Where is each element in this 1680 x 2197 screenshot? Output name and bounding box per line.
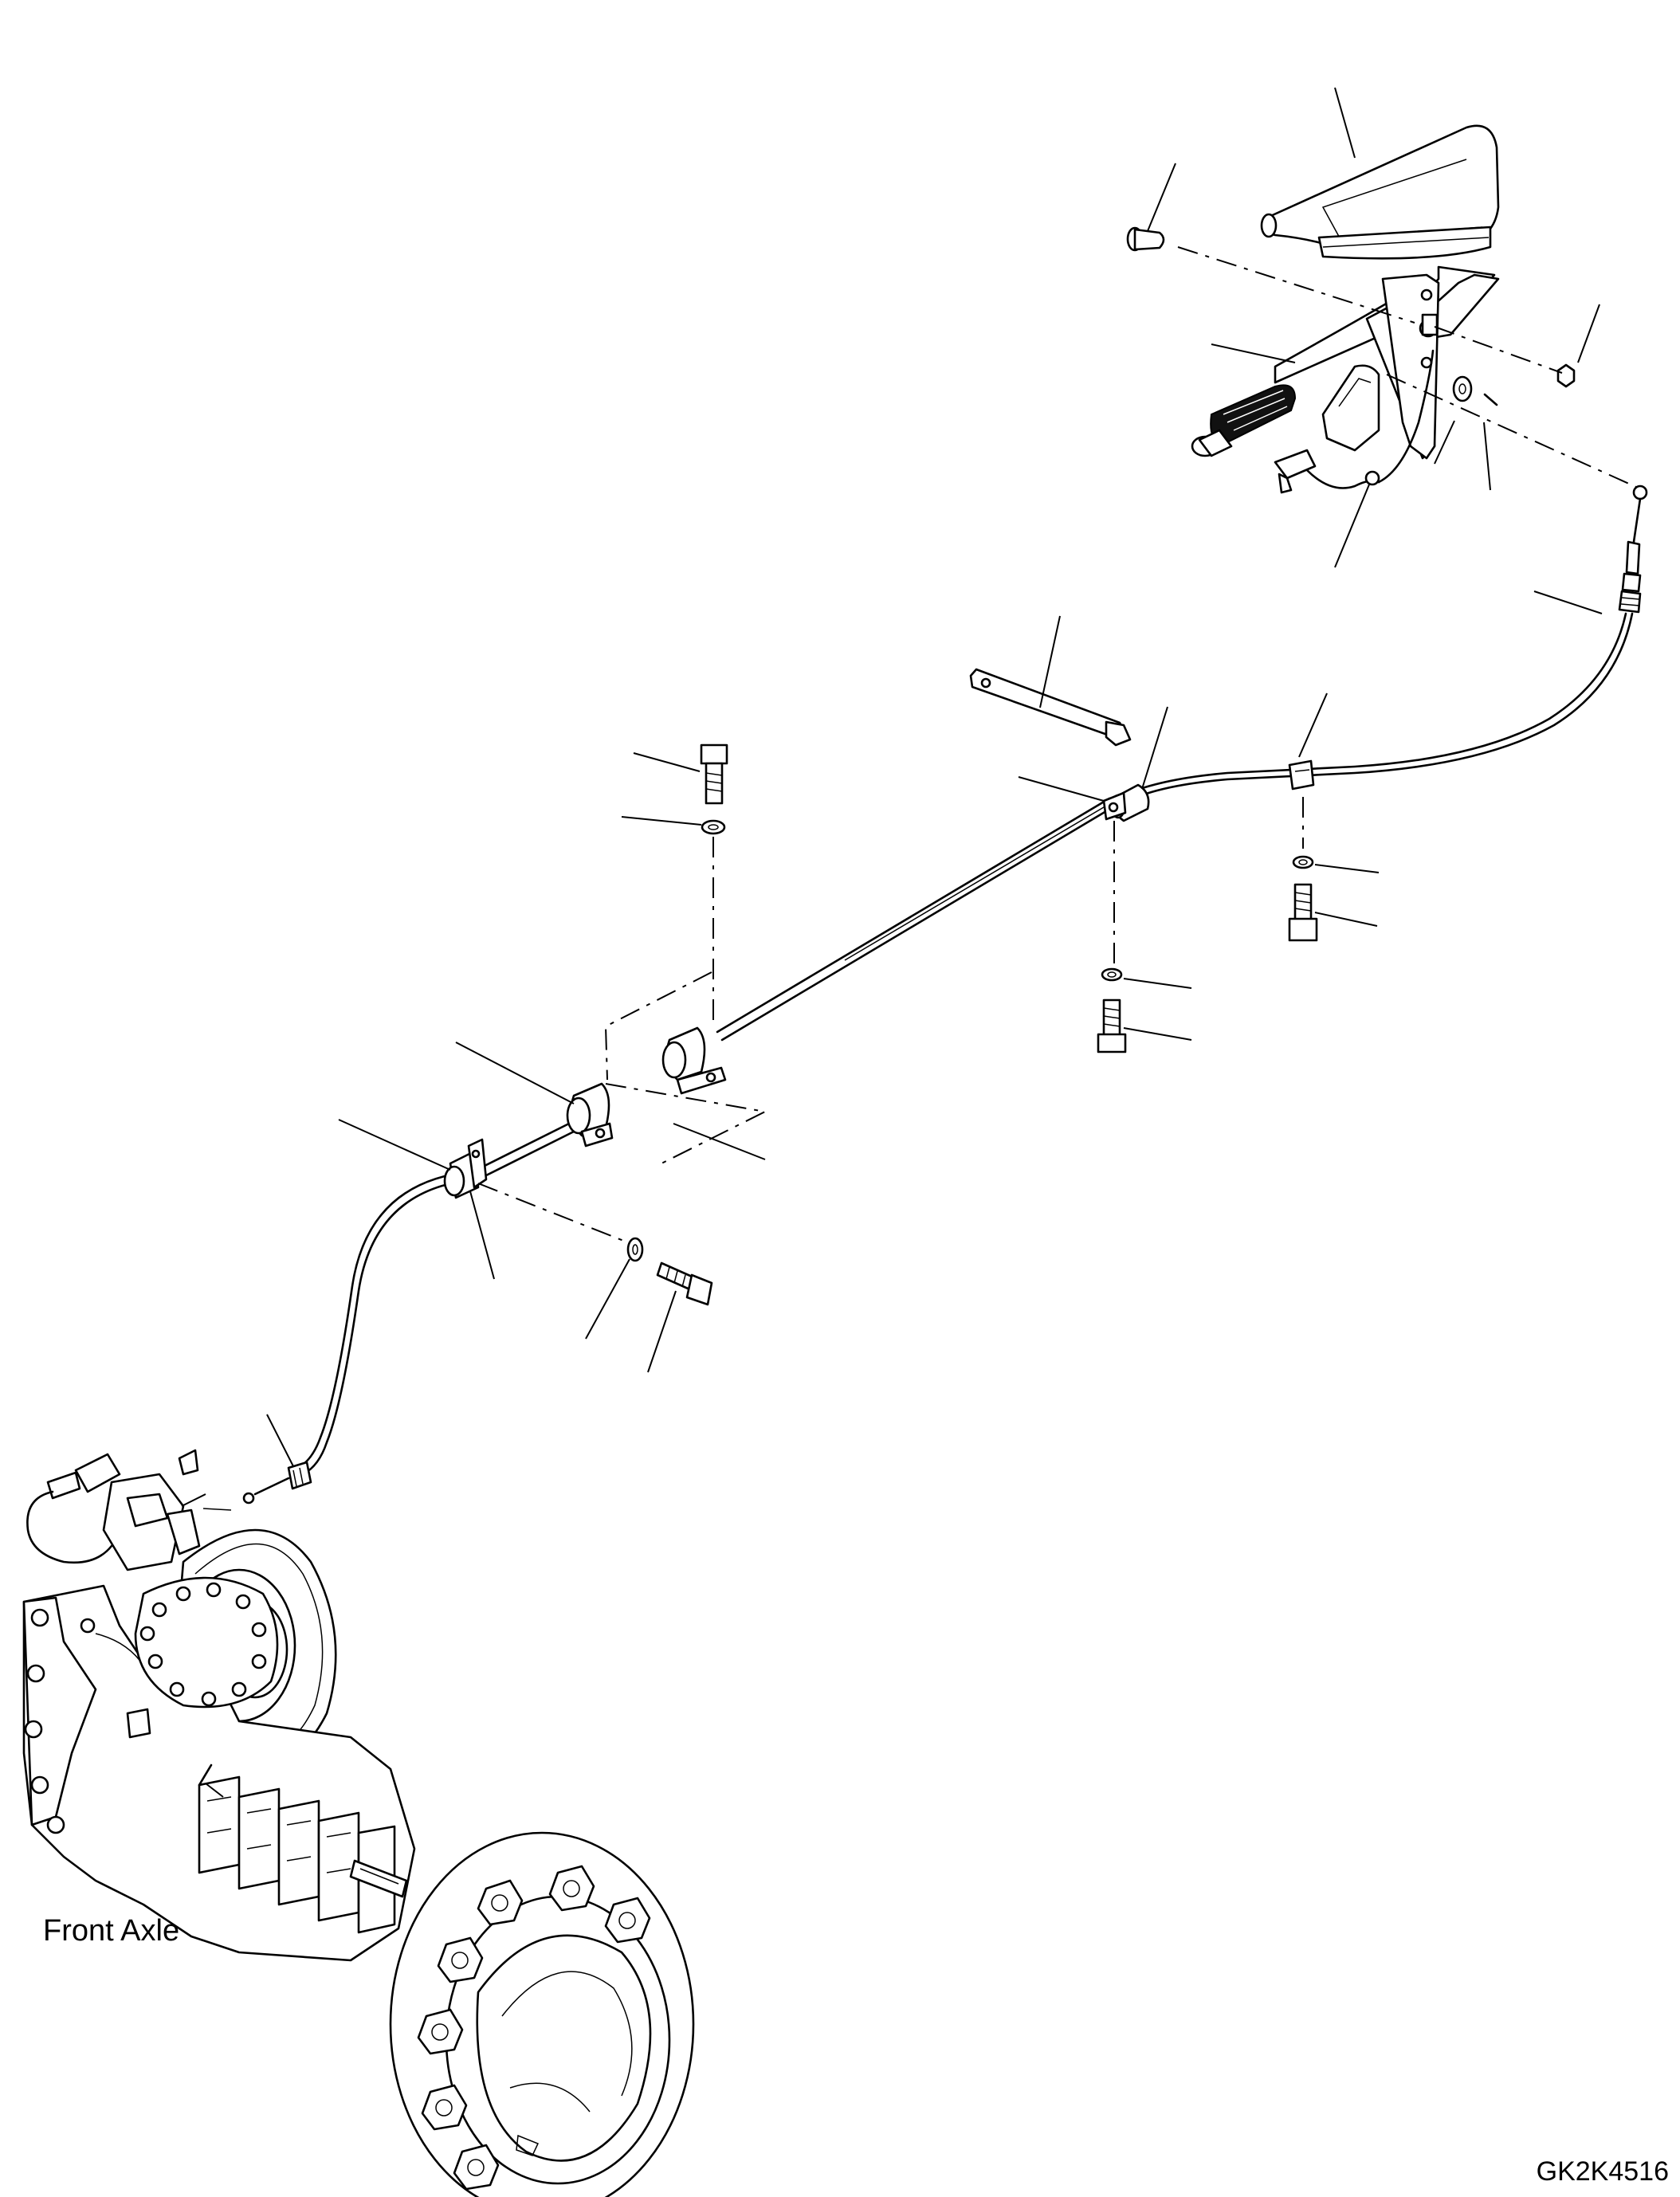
mounting-bracket xyxy=(969,668,1132,747)
cable-collar xyxy=(1102,783,1150,822)
bolt-and-washer-collar xyxy=(1097,967,1127,1053)
front-axle xyxy=(22,1449,695,2197)
rod-clamp-left xyxy=(566,1082,614,1148)
bolt-and-washer-upper xyxy=(1288,855,1318,942)
bolt-and-washer-lower xyxy=(626,1237,713,1306)
drawing-code: GK2K4516 xyxy=(1536,2156,1669,2187)
parking-brake-lever xyxy=(1191,265,1500,494)
cable-end-lower xyxy=(242,1461,312,1505)
front-axle-label: Front Axle xyxy=(43,1914,180,1948)
cable-clamp-upper xyxy=(1288,759,1315,791)
lever-boot xyxy=(1260,124,1500,260)
rod-clamp-right xyxy=(661,1026,727,1095)
cable-end xyxy=(1618,485,1648,614)
brake-cable xyxy=(296,612,1634,1476)
cable-clamp-lower xyxy=(443,1138,488,1199)
clevis-pin xyxy=(1126,226,1165,252)
leader-lines xyxy=(181,87,1603,1798)
bolt-and-washer-middle xyxy=(700,743,728,835)
lever-hardware xyxy=(1452,363,1576,406)
